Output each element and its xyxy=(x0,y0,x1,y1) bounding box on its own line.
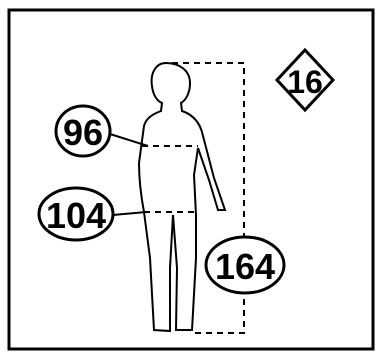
body-silhouette xyxy=(139,63,225,331)
hip-value: 104 xyxy=(46,195,106,236)
size-badge: 16 xyxy=(277,50,333,110)
height-callout: 164 xyxy=(206,237,284,293)
height-value: 164 xyxy=(215,246,275,287)
bust-value: 96 xyxy=(63,112,103,153)
hip-leader-line xyxy=(113,212,146,215)
bust-callout: 96 xyxy=(56,106,110,156)
frame-border xyxy=(9,10,373,349)
size-badge-label: 16 xyxy=(287,64,323,100)
hip-callout: 104 xyxy=(39,188,113,240)
